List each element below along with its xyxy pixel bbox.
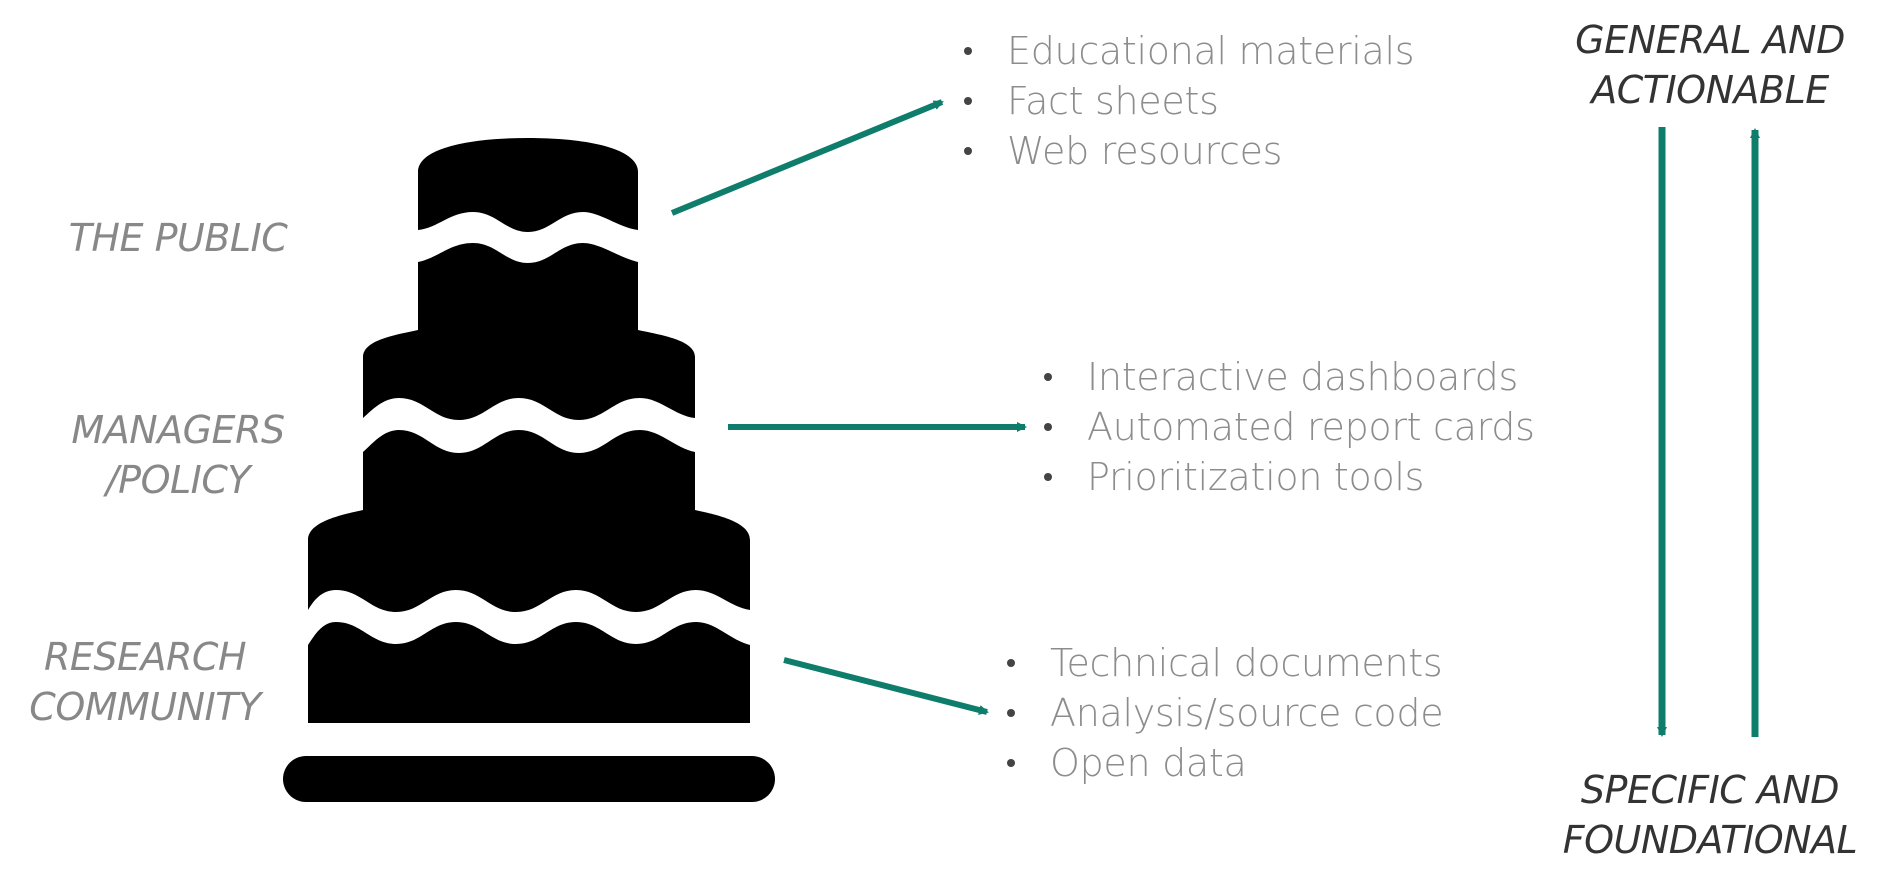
cake-plate bbox=[283, 756, 775, 802]
tier-label-research-line2: COMMUNITY bbox=[29, 685, 261, 729]
tier-label-managers-line1: MANAGERS bbox=[71, 408, 285, 452]
tier-label-public-line1: THE PUBLIC bbox=[68, 216, 288, 260]
tier-label-public: THE PUBLIC bbox=[58, 213, 298, 263]
outputs-managers-list: Interactive dashboards Automated report … bbox=[1037, 352, 1535, 502]
list-item: Analysis/source code bbox=[1000, 688, 1444, 738]
cake-icon bbox=[283, 138, 775, 802]
axis-label-top-line2: ACTIONABLE bbox=[1591, 68, 1829, 112]
arrow-public-to-outputs bbox=[670, 99, 944, 216]
cake-middle-tier bbox=[363, 330, 695, 420]
cake-top-tier bbox=[418, 138, 638, 232]
arrow-research-to-outputs bbox=[783, 657, 989, 715]
axis-label-bottom-line2: FOUNDATIONAL bbox=[1562, 818, 1858, 862]
list-item: Prioritization tools bbox=[1037, 452, 1535, 502]
list-item: Web resources bbox=[957, 126, 1414, 176]
list-item: Technical documents bbox=[1000, 638, 1443, 688]
list-item: Educational materials bbox=[957, 26, 1415, 76]
outputs-public-list: Educational materials Fact sheets Web re… bbox=[957, 26, 1415, 176]
tier-label-managers: MANAGERS /POLICY bbox=[58, 405, 298, 505]
outputs-research-list: Technical documents Analysis/source code… bbox=[1000, 638, 1444, 788]
list-item: Open data bbox=[1000, 738, 1443, 788]
axis-label-bottom-line1: SPECIFIC AND bbox=[1580, 768, 1840, 812]
axis-label-top-line1: GENERAL AND bbox=[1575, 18, 1845, 62]
cake-bottom-tier-lower bbox=[308, 622, 750, 723]
tier-label-research-line1: RESEARCH bbox=[43, 635, 247, 679]
axis-label-top: GENERAL AND ACTIONABLE bbox=[1560, 15, 1860, 115]
cake-middle-tier-lower bbox=[363, 430, 695, 515]
tier-label-managers-line2: /POLICY bbox=[105, 458, 251, 502]
list-item: Fact sheets bbox=[957, 76, 1414, 126]
cake-bottom-tier bbox=[308, 510, 750, 612]
axis-label-bottom: SPECIFIC AND FOUNDATIONAL bbox=[1550, 765, 1870, 865]
list-item: Automated report cards bbox=[1037, 402, 1535, 452]
cake-top-tier-lower bbox=[418, 243, 638, 332]
list-item: Interactive dashboards bbox=[1037, 352, 1535, 402]
tier-label-research: RESEARCH COMMUNITY bbox=[20, 632, 270, 732]
